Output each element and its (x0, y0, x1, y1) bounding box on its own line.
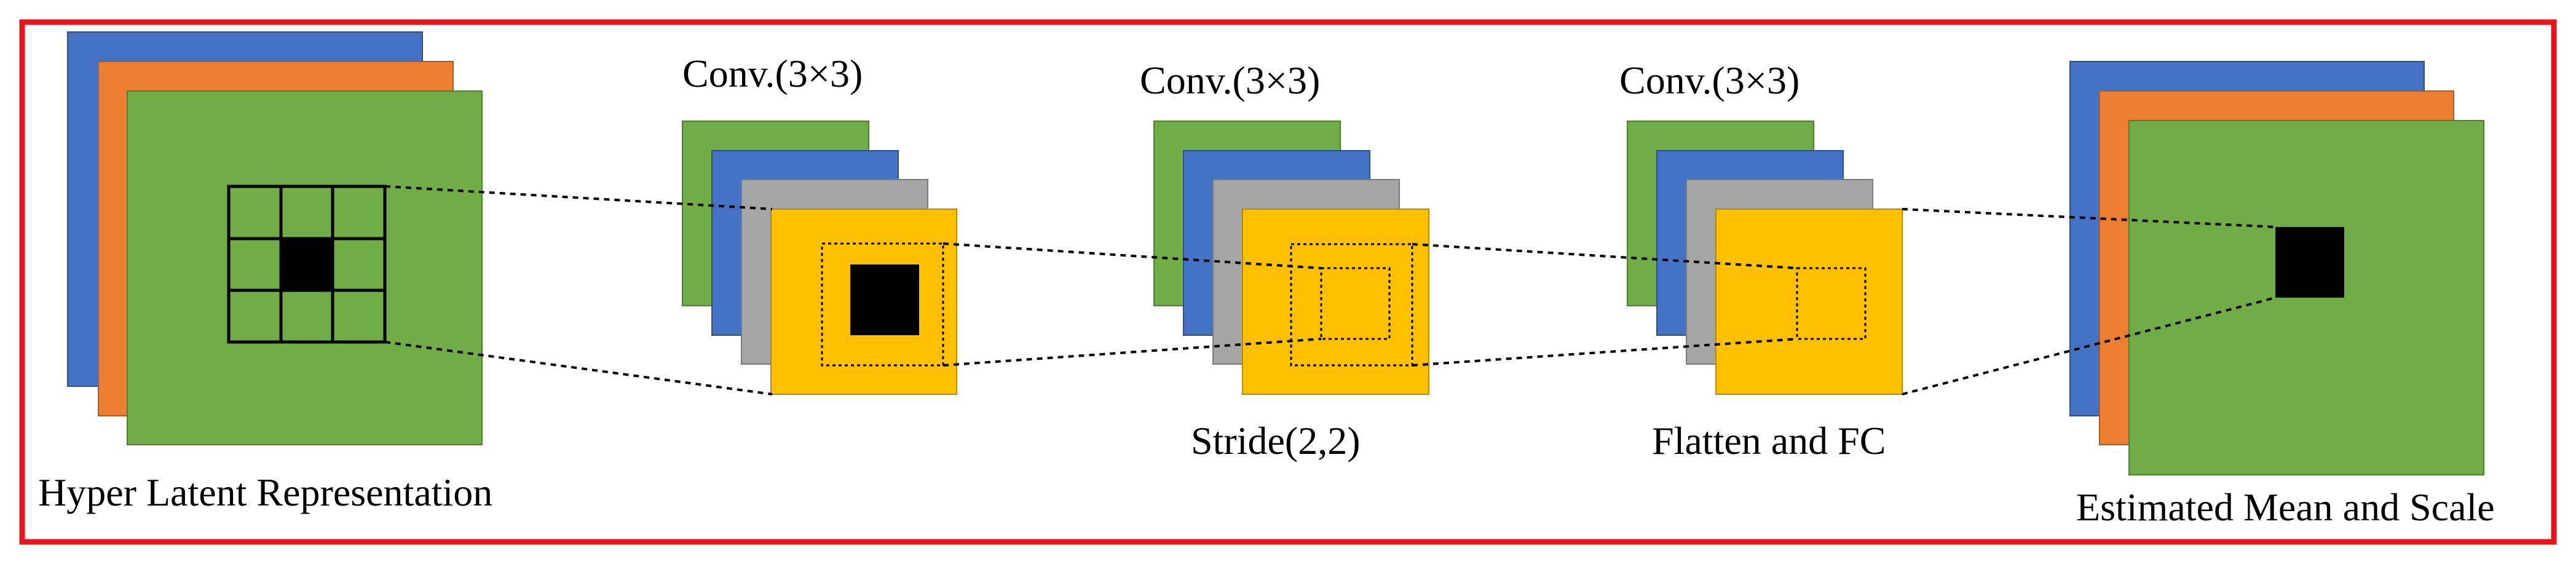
conv2-inner-field (1320, 267, 1391, 340)
conv1-stack (682, 121, 957, 395)
flatten-label: Flatten and FC (1652, 419, 1886, 463)
conv3-stack (1627, 121, 1903, 395)
conv2-outer-field (1290, 243, 1413, 367)
projection-lines (384, 185, 2276, 395)
conv1-label: Conv.(3×3) (682, 52, 863, 95)
conv3-label: Conv.(3×3) (1619, 58, 1800, 102)
conv1-center-cell (850, 264, 919, 335)
conv3-inner-field (1796, 267, 1867, 340)
input-feature-stack (67, 31, 483, 445)
kernel-center-cell (281, 239, 333, 290)
input-kernel-grid (227, 185, 387, 344)
conv2-label: Conv.(3×3) (1140, 58, 1320, 102)
output-feature-stack (2069, 61, 2484, 475)
conv1-receptive-field (821, 242, 944, 367)
output-label: Estimated Mean and Scale (2076, 485, 2495, 529)
diagram-frame (19, 19, 2557, 545)
input-label: Hyper Latent Representation (38, 471, 492, 514)
conv3-layer-yellow (1715, 209, 1903, 395)
conv2-stack (1153, 121, 1429, 395)
output-center-cell (2275, 227, 2344, 298)
stride-label: Stride(2,2) (1191, 419, 1361, 463)
conv2-layer-yellow (1242, 209, 1429, 395)
